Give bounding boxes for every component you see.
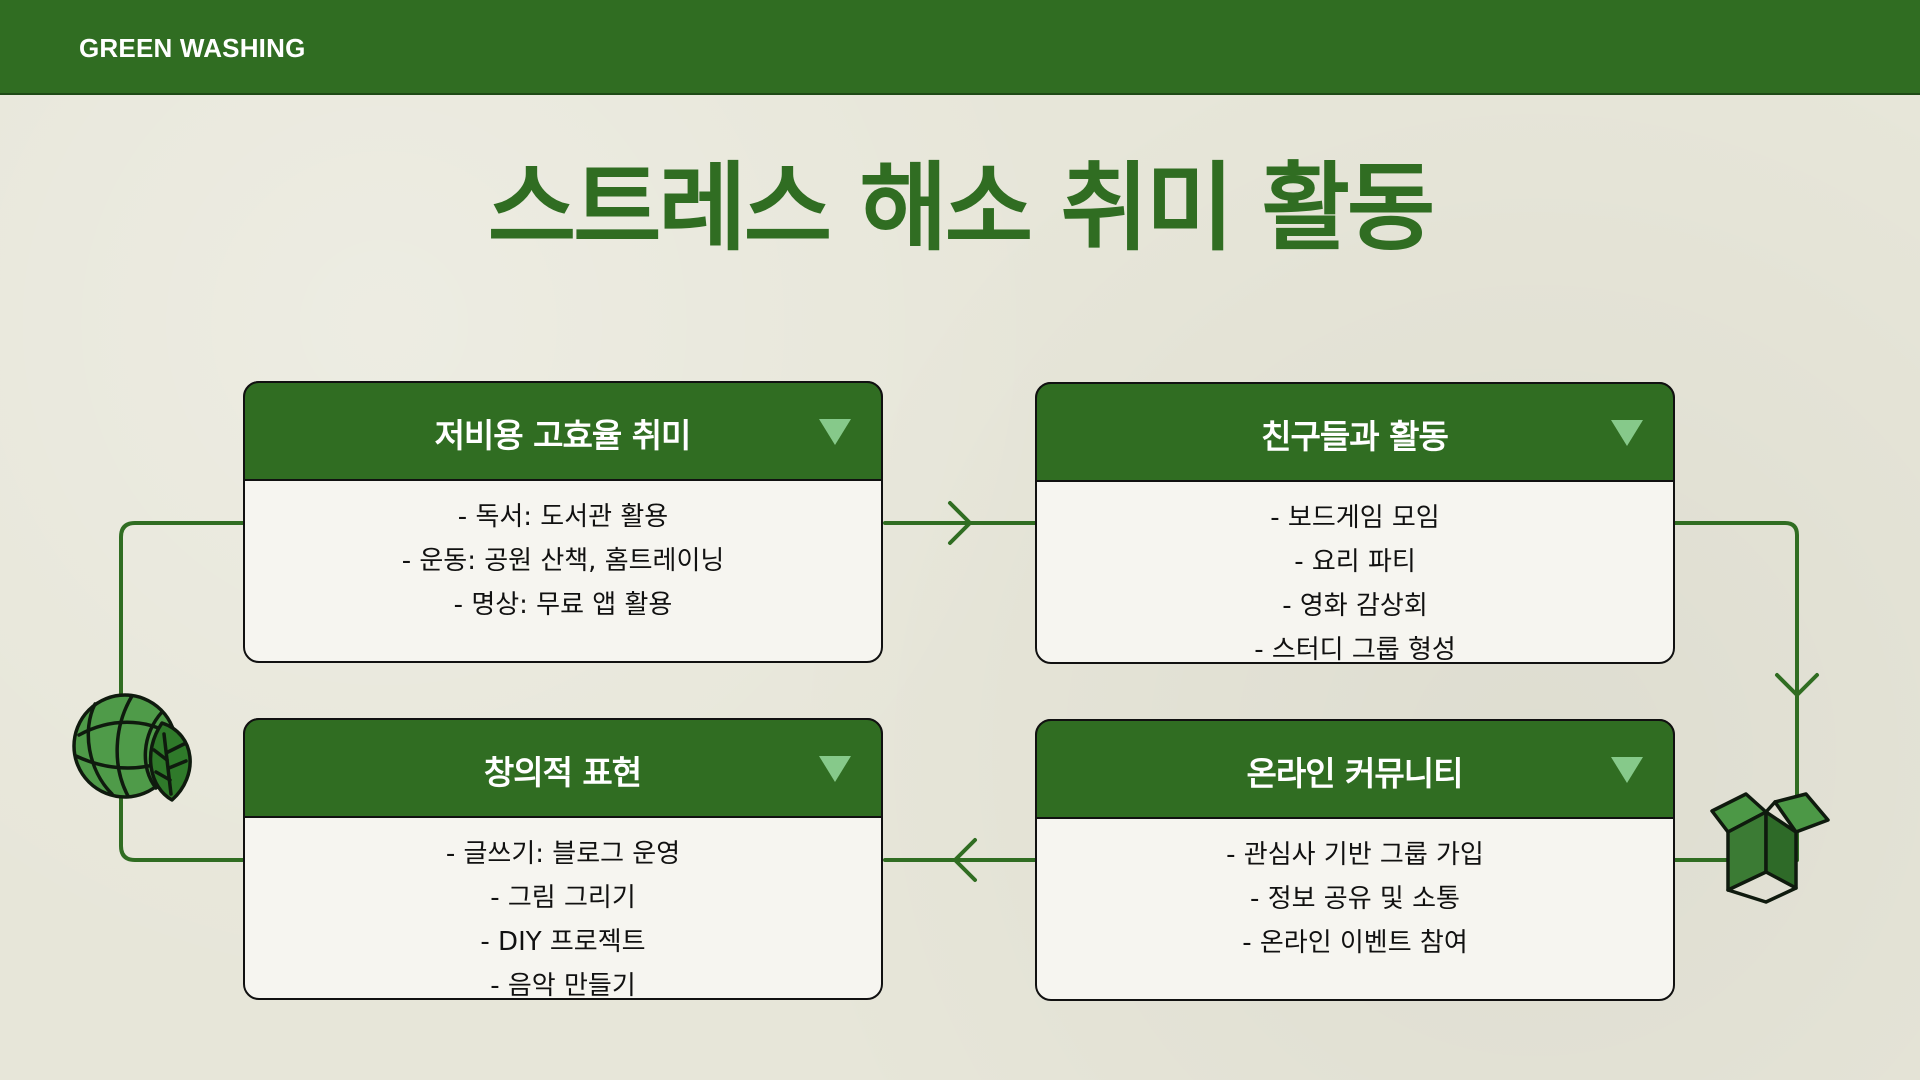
card-title: 친구들과 활동 — [1261, 416, 1449, 456]
triangle-down-icon[interactable] — [818, 418, 851, 445]
card-creative-expression: 창의적 표현 - 글쓰기: 블로그 운영 - 그림 그리기 - DIY 프로젝트… — [242, 717, 883, 1001]
list-item: - 관심사 기반 그룹 가입 — [1226, 840, 1484, 870]
list-item: - 보드게임 모임 — [1270, 503, 1440, 533]
triangle-down-icon[interactable] — [818, 755, 851, 782]
list-item: - 그림 그리기 — [490, 883, 636, 913]
connector-right — [1673, 521, 1799, 862]
triangle-down-icon[interactable] — [1610, 756, 1643, 783]
card-low-cost-hobby: 저비용 고효율 취미 - 독서: 도서관 활용 - 운동: 공원 산책, 홈트레… — [242, 380, 883, 663]
arrow-down-icon — [1775, 673, 1819, 697]
card-title: 온라인 커뮤니티 — [1246, 753, 1463, 793]
arrow-left-icon — [953, 838, 977, 882]
list-item: - DIY 프로젝트 — [480, 927, 646, 957]
card-online-community: 온라인 커뮤니티 - 관심사 기반 그룹 가입 - 정보 공유 및 소통 - 온… — [1034, 718, 1675, 1001]
top-bar: GREEN WASHING — [0, 0, 1920, 95]
card-with-friends: 친구들과 활동 - 보드게임 모임 - 요리 파티 - 영화 감상회 - 스터디… — [1034, 381, 1675, 665]
list-item: - 명상: 무료 앱 활용 — [453, 590, 673, 620]
list-item: - 영화 감상회 — [1282, 591, 1428, 621]
card-header: 창의적 표현 — [242, 717, 883, 818]
list-item: - 스터디 그룹 형성 — [1254, 635, 1456, 665]
list-item: - 독서: 도서관 활용 — [457, 502, 669, 532]
arrow-right-icon — [948, 501, 972, 545]
card-title: 저비용 고효율 취미 — [434, 415, 692, 455]
card-header: 저비용 고효율 취미 — [242, 380, 883, 481]
globe-leaf-icon — [70, 690, 200, 810]
card-header: 온라인 커뮤니티 — [1034, 718, 1675, 819]
list-item: - 정보 공유 및 소통 — [1250, 884, 1460, 914]
box-icon — [1700, 778, 1832, 906]
connector-left — [119, 521, 245, 862]
card-header: 친구들과 활동 — [1034, 381, 1675, 482]
triangle-down-icon[interactable] — [1610, 419, 1643, 446]
card-body: - 독서: 도서관 활용 - 운동: 공원 산책, 홈트레이닝 - 명상: 무료… — [245, 495, 881, 627]
page-title: 스트레스 해소 취미 활동 — [487, 152, 1435, 264]
list-item: - 온라인 이벤트 참여 — [1242, 928, 1468, 958]
card-body: - 관심사 기반 그룹 가입 - 정보 공유 및 소통 - 온라인 이벤트 참여 — [1037, 833, 1673, 965]
card-body: - 보드게임 모임 - 요리 파티 - 영화 감상회 - 스터디 그룹 형성 — [1037, 496, 1673, 672]
list-item: - 운동: 공원 산책, 홈트레이닝 — [401, 546, 725, 576]
list-item: - 요리 파티 — [1294, 547, 1416, 577]
card-body: - 글쓰기: 블로그 운영 - 그림 그리기 - DIY 프로젝트 - 음악 만… — [245, 832, 881, 1008]
list-item: - 음악 만들기 — [490, 971, 636, 1001]
list-item: - 글쓰기: 블로그 운영 — [445, 839, 681, 869]
brand-label: GREEN WASHING — [79, 33, 306, 63]
card-title: 창의적 표현 — [483, 752, 642, 792]
